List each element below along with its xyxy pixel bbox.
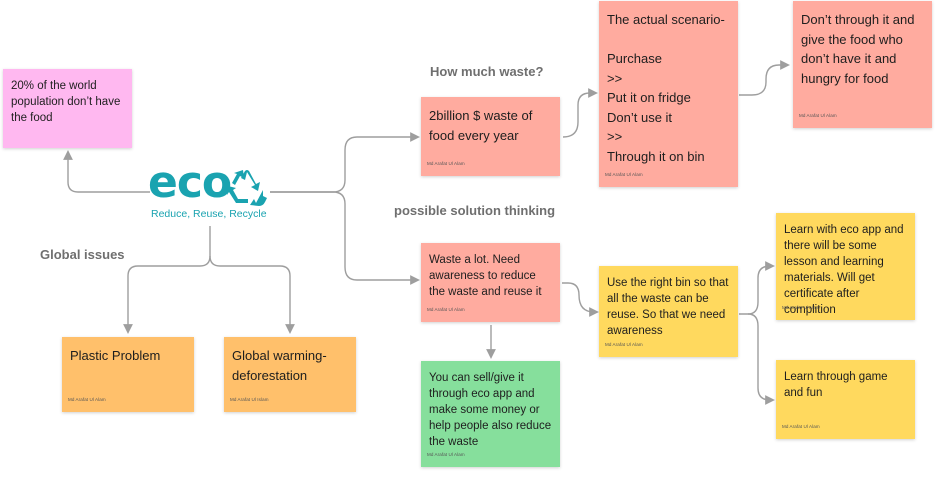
note-actual-scenario[interactable]: The actual scenario- Purchase >> Put it … xyxy=(599,1,738,187)
connector-logo-to-warming xyxy=(209,255,295,334)
connector-logo-to-population xyxy=(63,150,150,193)
note-learn-game[interactable]: Learn through game and fun Md Arafat Ul … xyxy=(776,360,915,439)
note-text: Global warming-deforestation xyxy=(232,348,327,383)
note-author: Md Arafat Ul Alam xyxy=(427,307,465,312)
note-text: Learn through game and fun xyxy=(784,371,888,399)
connector-waste-lot-to-bin xyxy=(562,282,599,317)
connector-logo-to-waste-lot xyxy=(270,191,420,285)
connector-bin-to-learn-app xyxy=(739,261,775,315)
note-author: Md Arafat Ul Alam xyxy=(605,172,643,177)
connector-logo-to-plastic xyxy=(123,226,211,334)
note-text: Plastic Problem xyxy=(70,348,161,363)
note-author: Md Arafat Ul Alam xyxy=(605,342,643,347)
connector-scenario-to-give-food xyxy=(739,60,790,96)
note-text: Don’t through it and give the food who d… xyxy=(801,12,915,86)
note-author: Md Arafat Ul Alam xyxy=(782,305,820,310)
connector-bin-to-learn-game xyxy=(747,313,775,405)
note-plastic-problem[interactable]: Plastic Problem Md Arafat Ul Alam xyxy=(62,337,194,412)
note-author: Md Arafat Ul Alam xyxy=(427,161,465,166)
eco-logo: eco Reduce, Reuse, Recycle xyxy=(148,157,272,227)
note-text: 2billion $ waste of food every year xyxy=(429,108,533,143)
note-author: Md Arafat Ul Alam xyxy=(782,424,820,429)
connector-logo-to-waste-amount xyxy=(270,132,420,193)
eco-logo-word: eco xyxy=(148,157,232,208)
note-text: Use the right bin so that all the waste … xyxy=(607,277,729,337)
note-text: 20% of the world population don’t have t… xyxy=(11,80,121,124)
note-author: Md Arafat Ul Alam xyxy=(427,452,465,457)
note-waste-a-lot[interactable]: Waste a lot. Need awareness to reduce th… xyxy=(421,243,560,322)
recycle-icon xyxy=(227,170,267,206)
connector-waste-to-scenario xyxy=(562,88,598,138)
how-much-waste-label: How much waste? xyxy=(430,64,544,79)
note-right-bin[interactable]: Use the right bin so that all the waste … xyxy=(599,266,738,357)
eco-tagline: Reduce, Reuse, Recycle xyxy=(151,208,267,220)
note-learn-with-app[interactable]: Learn with eco app and there will be som… xyxy=(776,213,915,320)
note-world-population[interactable]: 20% of the world population don’t have t… xyxy=(3,69,132,148)
solution-thinking-label: possible solution thinking xyxy=(394,203,556,218)
note-text: You can sell/give it through eco app and… xyxy=(429,372,552,448)
note-global-warming[interactable]: Global warming-deforestation Md Arafat U… xyxy=(224,337,356,412)
note-waste-amount[interactable]: 2billion $ waste of food every year Md A… xyxy=(421,97,560,176)
note-author: Md Arafat Ul Islam xyxy=(230,397,269,402)
note-text: Learn with eco app and there will be som… xyxy=(784,224,904,316)
note-text: Waste a lot. Need awareness to reduce th… xyxy=(429,254,542,298)
global-issues-label: Global issues xyxy=(40,247,125,262)
note-give-food[interactable]: Don’t through it and give the food who d… xyxy=(793,1,932,128)
note-author: Md Arafat Ul Alam xyxy=(799,113,837,118)
note-sell-give[interactable]: You can sell/give it through eco app and… xyxy=(421,361,560,467)
note-author: Md Arafat Ul Alam xyxy=(68,397,106,402)
note-text: The actual scenario- Purchase >> Put it … xyxy=(607,12,725,164)
